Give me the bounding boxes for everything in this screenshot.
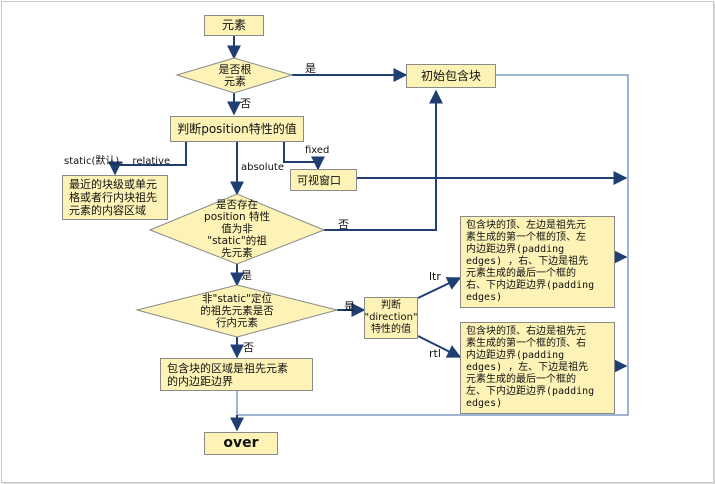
inline-decision-diamond [135,284,339,338]
label-no-inline: 否 [243,341,254,354]
edge-ltr [417,277,462,299]
inline-decision-text: 非"static"定位 的祖先元素是否 行内元素 [200,293,274,329]
end-node: over [204,432,278,455]
edge-rtl [417,335,462,358]
label-yes-inline: 是 [344,300,355,313]
label-yes-exists: 是 [241,269,252,282]
exists-decision-diamond [148,193,326,265]
start-node: 元素 [204,15,264,36]
edge-static [108,142,187,176]
initial-block-node: 初始包含块 [406,64,496,88]
judge-direction-node: 判断 "direction" 特性的值 [364,297,418,339]
label-fixed: fixed [305,145,330,156]
label-ltr: ltr [429,270,441,283]
ancestor-padding-node: 包含块的区域是祖先元素 的内边距边界 [160,358,313,391]
viewport-node: 可视窗口 [290,169,357,191]
nearest-block-node: 最近的块级或单元 格或者行内块祖先 元素的内容区域 [62,175,168,220]
exists-decision-text: 是否存在 position 特性 值为非 "static"的祖 先元素 [204,199,270,259]
label-no-exists: 否 [338,218,349,231]
rtl-result-node: 包含块的顶、右边是祖先元 素生成的第一个框的顶、右 内边距边界(padding … [460,322,615,414]
ltr-result-node: 包含块的顶、左边是祖先元 素生成的第一个框的顶、左 内边距边界(padding … [460,216,615,308]
label-yes-root: 是 [305,62,316,75]
judge-position-node: 判断position特性的值 [170,116,304,142]
label-absolute: absolute [241,162,284,173]
root-decision-diamond [175,57,294,94]
root-decision-text: 是否根 元素 [218,63,252,88]
label-static-relative: static(默认)， relative [64,156,171,167]
edge-exists-no [324,89,443,231]
edge-right-collector [237,74,629,416]
label-rtl: rtl [429,347,441,360]
edge-fixed [283,142,325,171]
label-no-root: 否 [240,97,251,110]
